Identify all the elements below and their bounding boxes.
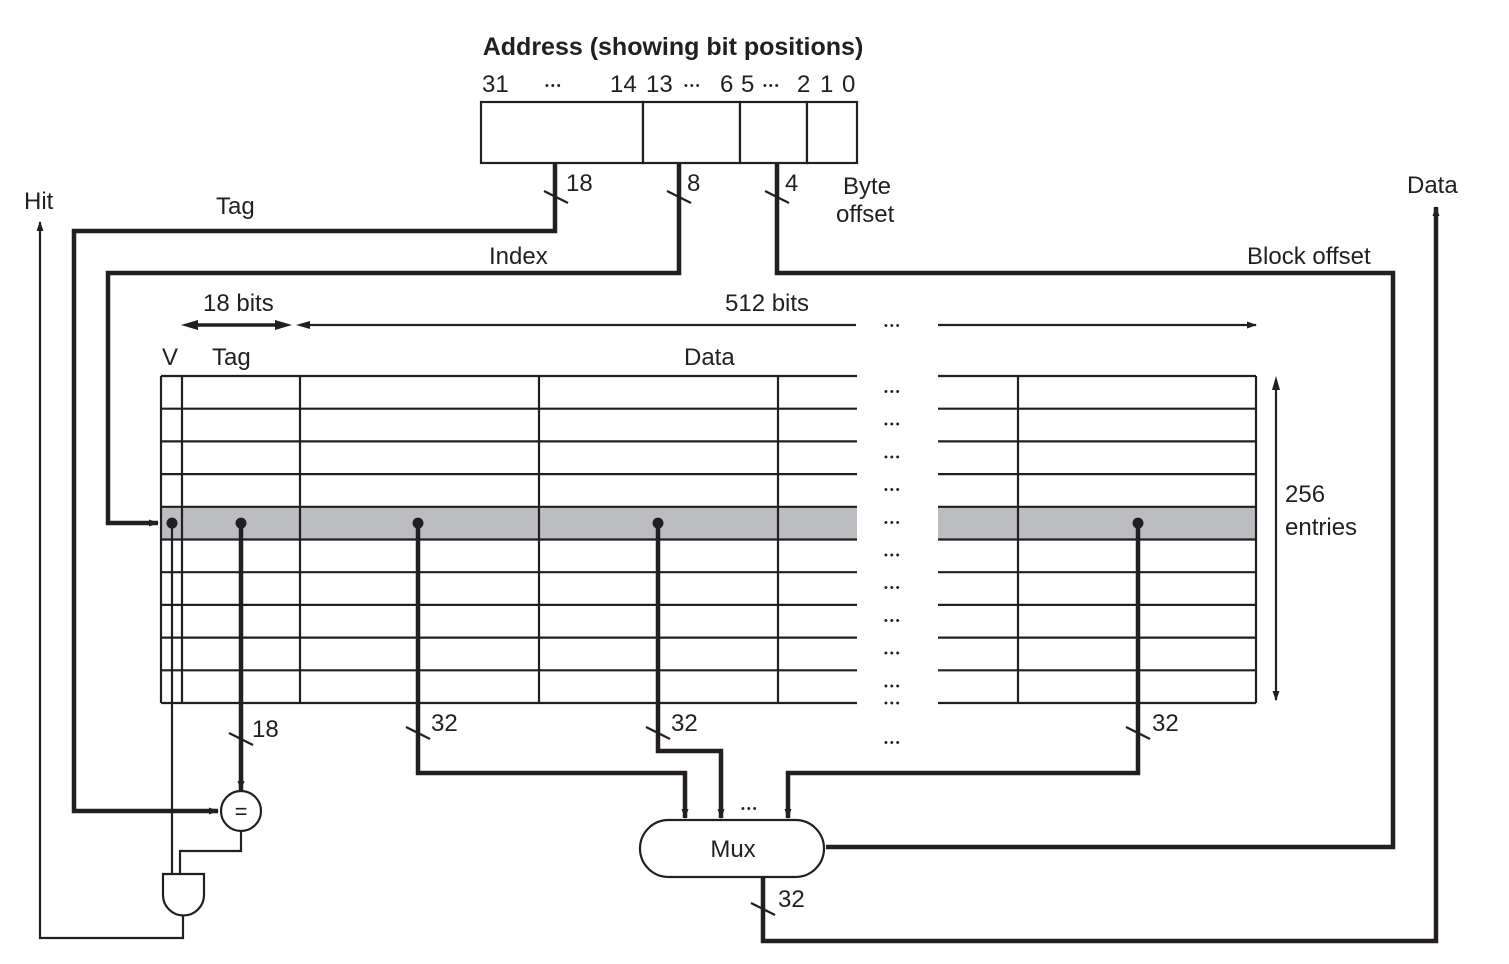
data-out-label: Data <box>1407 172 1458 199</box>
comparator-symbol: = <box>235 799 248 824</box>
wordN-bus-width: 32 <box>1152 710 1179 737</box>
bit-14: 14 <box>610 71 637 98</box>
ellipsis: ••• <box>884 320 902 332</box>
data-width-indicator: ••• 512 bits <box>296 290 1257 332</box>
index-wire-label: Index <box>489 243 548 270</box>
bit-dots: ••• <box>763 80 781 92</box>
row-ellipsis: ••• <box>884 582 902 594</box>
column-header-tag: Tag <box>212 344 251 371</box>
row-ellipsis: ••• <box>884 615 902 627</box>
word0-wire: 32 <box>405 523 689 819</box>
block-offset-wire: 4 Block offset <box>764 163 1396 850</box>
row-ellipsis: ••• <box>884 517 902 529</box>
entries-label: entries <box>1285 514 1357 541</box>
wordN-wire: 32 <box>784 523 1179 819</box>
block-offset-bus-width: 4 <box>785 170 798 197</box>
row-ellipsis: ••• <box>884 451 902 463</box>
row-ellipsis: ••• <box>884 697 902 709</box>
address-field-byte-offset <box>805 100 859 165</box>
row-ellipsis: ••• <box>884 680 902 692</box>
bit-0: 0 <box>842 71 855 98</box>
bit-position-labels: 31 ••• 14 13 ••• 6 5 ••• 2 1 0 <box>482 71 855 98</box>
address-title: Address (showing bit positions) <box>483 33 864 61</box>
bit-1: 1 <box>820 71 833 98</box>
word0-bus-width: 32 <box>431 710 458 737</box>
column-header-valid: V <box>162 344 178 371</box>
selected-row-right <box>938 506 1256 540</box>
cache-table: ••• ••• ••• ••• ••• ••• ••• ••• ••• ••• ••• <box>159 374 1258 709</box>
address-field-index <box>641 100 742 165</box>
address-field-block-offset <box>738 100 809 165</box>
row-ellipsis: ••• <box>884 419 902 431</box>
and-gate <box>161 872 206 917</box>
selected-row-left <box>161 506 857 540</box>
bit-2: 2 <box>797 71 810 98</box>
tag-out-bus-width: 18 <box>252 716 279 743</box>
tag-width-indicator: 18 bits <box>181 290 292 330</box>
mux-out-bus-width: 32 <box>778 886 805 913</box>
row-ellipsis: ••• <box>884 648 902 660</box>
index-wire: 8 Index <box>105 163 700 527</box>
tag-compare-wire: 18 <box>228 523 279 791</box>
entries-indicator: 256 entries <box>1272 376 1357 701</box>
byte-offset-label-2: offset <box>836 201 895 228</box>
tag-wire: 18 Tag <box>71 163 593 815</box>
address-register <box>479 100 859 165</box>
mux: Mux <box>638 818 826 879</box>
tag-wire-label: Tag <box>216 193 255 220</box>
bit-dots: ••• <box>684 80 702 92</box>
address-field-tag <box>479 100 645 165</box>
comparator: = <box>178 789 263 874</box>
entries-count: 256 <box>1285 481 1325 508</box>
bit-13: 13 <box>646 71 673 98</box>
bit-dots: ••• <box>545 80 563 92</box>
hit-output: Hit <box>24 188 185 940</box>
row-ellipsis: ••• <box>884 386 902 398</box>
tag-bus-width: 18 <box>566 170 593 197</box>
row-ellipsis: ••• <box>884 550 902 562</box>
word1-wire: 32 <box>645 523 725 819</box>
bit-31: 31 <box>482 71 509 98</box>
data-bits-label: 512 bits <box>725 290 809 317</box>
byte-offset-label: Byte <box>843 173 891 200</box>
mux-label: Mux <box>710 836 755 863</box>
word1-bus-width: 32 <box>671 710 698 737</box>
data-output: 32 Data <box>750 172 1458 944</box>
tag-bits-label: 18 bits <box>203 290 274 317</box>
mux-input-ellipsis: ••• <box>741 803 759 815</box>
block-offset-wire-label: Block offset <box>1247 243 1371 270</box>
row-ellipsis: ••• <box>884 484 902 496</box>
column-header-data: Data <box>684 344 735 371</box>
hit-label: Hit <box>24 188 54 215</box>
index-bus-width: 8 <box>687 170 700 197</box>
bit-6: 6 <box>720 71 733 98</box>
ellipsis: ••• <box>884 737 902 749</box>
bit-5: 5 <box>741 71 754 98</box>
